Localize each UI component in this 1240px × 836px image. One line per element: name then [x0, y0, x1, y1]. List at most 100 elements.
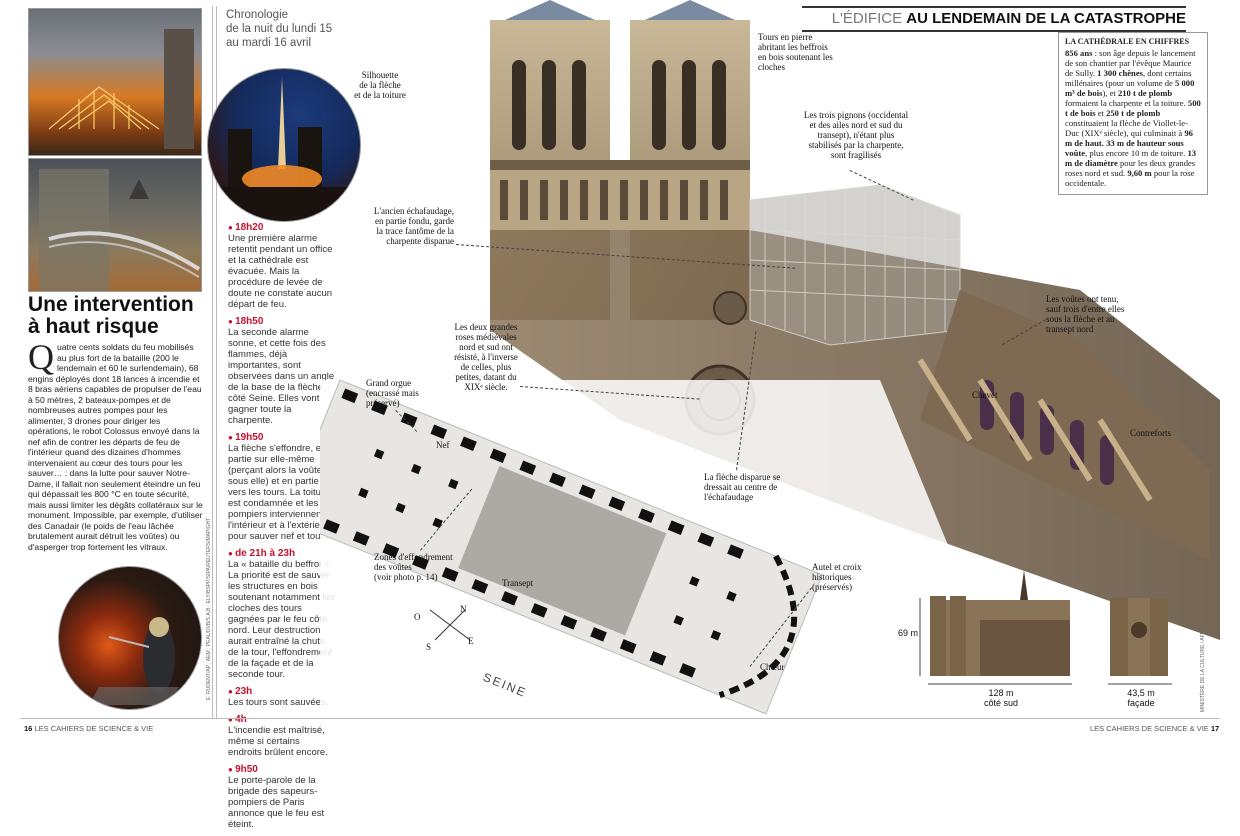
fact-line: 9,60 m pour la rose occidentale.	[1065, 168, 1194, 188]
south-elevation	[928, 570, 1072, 685]
chrono-entry: 23h Les tours sont sauvées.	[228, 686, 336, 708]
annotation-nave: Nef	[436, 440, 450, 450]
right-photo-credit: MINISTÈRE DE LA CULTURE / AFP	[1200, 630, 1206, 712]
annotation-vaults: Les voûtes ont tenu, sauf trois d'entre …	[1046, 294, 1125, 334]
facts-box: LA CATHÉDRALE EN CHIFFRES 856 ans : son …	[1058, 32, 1208, 195]
publication-right: LES CAHIERS DE SCIENCE & VIE	[1090, 724, 1209, 733]
fact-line: 856 ans : son âge depuis le lancement de…	[1065, 48, 1196, 78]
chrono-text: La « bataille du beffroi ». La priorité …	[228, 559, 335, 680]
scaffolding	[749, 184, 961, 346]
article-body: Q uatre cents soldats du feu mobilisés a…	[28, 339, 204, 552]
fact-text: : son âge depuis le lancement de son cha…	[1065, 48, 1196, 78]
fact-bold: 1 300 chênes	[1097, 68, 1143, 78]
annotation-scaffold: L'ancien échafaudage, en partie fondu, g…	[373, 206, 454, 246]
fact-bold: 856 ans	[1065, 48, 1093, 58]
chrono-time: 18h50	[228, 316, 336, 327]
south-length: 128 m	[988, 688, 1014, 698]
fact-line: 13 m de diamètre pour les deux grandes r…	[1065, 148, 1196, 178]
fact-text: , dont certains millénaires (pour un vol…	[1065, 68, 1192, 88]
annotation-choir: Chœur	[760, 662, 785, 672]
chevet	[920, 290, 1210, 560]
header-light: L'ÉDIFICE	[831, 10, 903, 27]
fact-line: 96 m de haut.	[1065, 128, 1193, 148]
chrono-time: 19h50	[228, 432, 336, 443]
chrono-text: La seconde alarme sonne, et cette fois d…	[228, 327, 335, 426]
folio-left: 16	[24, 724, 33, 733]
chrono-time: de 21h à 23h	[228, 548, 336, 559]
compass-rose	[429, 609, 471, 641]
compass-e: E	[468, 636, 474, 646]
chrono-entry: 9h50 Le porte-parole de la brigade des s…	[228, 764, 336, 830]
floor-plan	[320, 379, 823, 715]
burning-roof-illustration	[48, 29, 194, 149]
flying-buttresses	[917, 358, 1153, 502]
fact-line: 1 300 chênes, dont certains millénaires …	[1065, 68, 1191, 88]
chronology-title-line-2: de la nuit du lundi 15	[226, 23, 333, 35]
chrono-time: 18h20	[228, 222, 336, 233]
fact-line: 250 t de plomb constituaient la flèche d…	[1065, 108, 1188, 138]
chrono-time: 4h	[228, 714, 336, 725]
annotation-gables: Les trois pignons (occidental et des ail…	[803, 110, 909, 160]
water-jet-illustration	[39, 169, 201, 291]
fact-line: 210 t de plomb formaient la charpente et…	[1065, 88, 1186, 108]
fact-bold: 9,60 m	[1127, 168, 1152, 178]
header-bold: AU LENDEMAIN DE LA CATASTROPHE	[906, 10, 1186, 27]
facts-title: LA CATHÉDRALE EN CHIFFRES	[1065, 37, 1190, 46]
annotation-towers: Tours en pierre abritant les beffrois en…	[758, 32, 833, 72]
chronology-title-line-1: Chronologie	[226, 9, 289, 21]
chrono-entry: 18h50 La seconde alarme sonne, et cette …	[228, 316, 336, 426]
fact-text: pour la rose occidentale.	[1065, 168, 1195, 188]
chrono-entry: de 21h à 23h La « bataille du beffroi ».…	[228, 548, 336, 680]
firefighter-round-photo	[58, 566, 202, 710]
water-jet-photo	[28, 158, 202, 292]
section-headline: Une intervention à haut risque	[28, 294, 206, 338]
fact-text: formaient la charpente et la toiture.	[1065, 98, 1186, 108]
fact-bold: 13 m de diamètre	[1065, 148, 1197, 168]
chrono-text: L'incendie est maîtrisé, même si certain…	[228, 725, 328, 758]
chrono-entry: 19h50 La flèche s'effondre, en partie su…	[228, 432, 336, 542]
headline-line-1: Une intervention	[28, 293, 194, 316]
annotation-buttresses: Contreforts	[1130, 428, 1171, 438]
annotation-altar: Autel et croix historiques (préservés)	[812, 562, 862, 592]
annotation-transept: Transept	[502, 578, 534, 588]
compass-n: N	[460, 604, 467, 614]
annotation-roses: Les deux grandes roses médiévales nord e…	[454, 322, 518, 392]
facade-width: 43,5 m	[1127, 688, 1155, 698]
compass-o: O	[414, 612, 421, 622]
south-length-dimension: 128 m côté sud	[960, 688, 1042, 708]
fact-line: 5 000 m³ de bois), et	[1065, 78, 1194, 98]
cathedral-illustration	[320, 0, 1220, 720]
collapse-ref: (voir photo p. 14)	[374, 572, 438, 582]
chrono-text: Une première alarme retentit pendant un …	[228, 233, 333, 310]
chronology-title: Chronologie de la nuit du lundi 15 au ma…	[226, 8, 356, 50]
spire-caption-line-1: Silhouette	[361, 70, 399, 80]
fact-text: pour les deux grandes roses nord et sud.	[1065, 158, 1196, 178]
chrono-time: 9h50	[228, 764, 336, 775]
spire-caption-line-3: et de la toiture	[354, 90, 406, 100]
fact-text: , plus encore 10 m de toiture.	[1085, 148, 1186, 158]
chrono-entry: 18h20 Une première alarme retentit penda…	[228, 222, 336, 310]
footer-right: LES CAHIERS DE SCIENCE & VIE 17	[1090, 724, 1219, 733]
facade-width-dimension: 43,5 m façade	[1116, 688, 1166, 708]
fact-text: constituaient la flèche de Viollet-le-Du…	[1065, 118, 1188, 138]
fact-bold: 5 000 m³ de bois	[1065, 78, 1195, 98]
collapse-text: Zones d'effondrement des voûtes	[374, 552, 453, 572]
fact-bold: 500 t de bois	[1065, 98, 1201, 118]
chronology-title-line-3: au mardi 16 avril	[226, 37, 312, 49]
publication-left: LES CAHIERS DE SCIENCE & VIE	[34, 724, 154, 733]
annotation-organ: Grand orgue (encrassé mais préservé)	[366, 378, 419, 408]
chrono-text: La flèche s'effondre, en partie sur elle…	[228, 443, 333, 542]
footer-left: 16 LES CAHIERS DE SCIENCE & VIE	[24, 724, 153, 733]
fact-bold: 250 t de plomb	[1106, 108, 1161, 118]
headline-line-2: à haut risque	[28, 315, 159, 338]
fact-text: ), et	[1102, 88, 1118, 98]
west-facade-elevation	[1108, 598, 1172, 685]
facade-label: façade	[1127, 698, 1155, 708]
column-divider-chrono	[216, 6, 217, 718]
fact-bold: 96 m de haut.	[1065, 128, 1193, 148]
fact-text: et	[1095, 108, 1107, 118]
firefighter-illustration	[89, 617, 179, 705]
compass-s: S	[426, 642, 432, 652]
fact-bold: 210 t de plomb	[1117, 88, 1173, 98]
column-divider-left	[212, 6, 213, 718]
